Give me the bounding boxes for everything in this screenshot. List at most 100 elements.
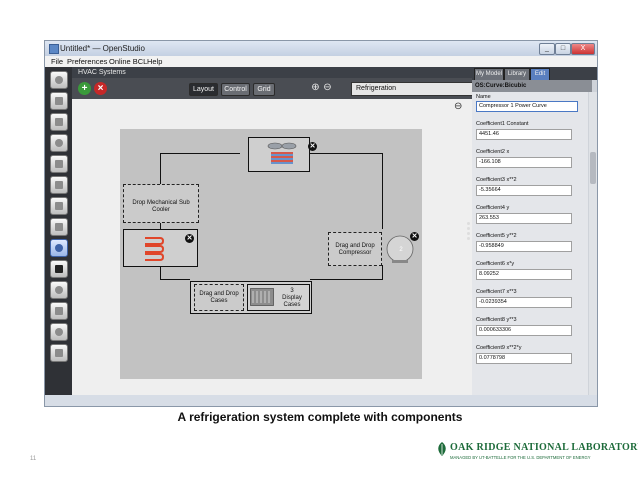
field-label-coefficient8: Coefficient8 y**3 <box>476 317 517 323</box>
thermal-zones-icon[interactable] <box>50 218 68 236</box>
loop-line-top-right <box>272 153 382 155</box>
condenser-icon <box>267 142 297 164</box>
remove-heat-exchanger-icon[interactable]: ✕ <box>185 234 194 243</box>
leaf-icon <box>438 442 446 456</box>
compressor-drop-label: Drag and Drop Compressor <box>335 243 375 256</box>
remove-compressor-2-icon[interactable]: ✕ <box>410 232 419 241</box>
refrigeration-diagram: ✕ Drop Mechanical Sub Cooler ✕ Drag and … <box>120 129 422 379</box>
object-type: OS:Curve:Bicubic <box>475 83 527 89</box>
schedules-icon[interactable] <box>50 92 68 110</box>
facility-icon[interactable] <box>50 176 68 194</box>
inspector-panel: My Model Library Edit OS:Curve:Bicubic N… <box>472 67 597 395</box>
grid-button[interactable]: Grid <box>253 83 275 96</box>
menu-preferences[interactable]: Preferences <box>67 57 108 66</box>
field-label-coefficient6: Coefficient6 x*y <box>476 261 515 267</box>
layout-button[interactable]: Layout <box>189 83 218 96</box>
loop-line-bottom-right <box>310 279 383 281</box>
zoom-in-icon[interactable]: ⊕ <box>311 82 320 93</box>
sub-cooler-dropzone[interactable]: Drop Mechanical Sub Cooler <box>123 184 199 223</box>
display-cases-label: Display Cases <box>282 295 302 308</box>
splitter-handle[interactable] <box>467 222 471 242</box>
loop-line-right-lower <box>382 265 384 280</box>
window-title: Untitled* — OpenStudio <box>60 44 145 53</box>
loop-line-left-lower <box>160 265 162 279</box>
title-bar: Untitled* — OpenStudio _ □ X <box>45 41 597 56</box>
menu-file[interactable]: File <box>51 57 64 66</box>
results-icon[interactable] <box>50 344 68 362</box>
coefficient9-field[interactable]: 0.0778798 <box>476 353 572 364</box>
inspector-scrollbar[interactable] <box>589 92 597 395</box>
coefficient5-field[interactable]: -0.958849 <box>476 241 572 252</box>
space-types-icon[interactable] <box>50 155 68 173</box>
name-field[interactable]: Compressor 1 Power Curve <box>476 101 578 112</box>
openstudio-window: Untitled* — OpenStudio _ □ X File Prefer… <box>44 40 598 407</box>
system-select[interactable]: Refrigeration ⬍ <box>351 82 488 96</box>
sub-cooler-label: Drop Mechanical Sub Cooler <box>132 200 190 213</box>
coefficient1-field[interactable]: 4451.46 <box>476 129 572 140</box>
hvac-systems-icon[interactable] <box>50 239 68 257</box>
cases-container: Drag and Drop Cases 3 Display Cases <box>190 281 312 314</box>
condenser-box[interactable]: ✕ <box>248 137 317 172</box>
coefficient7-field[interactable]: -0.0239354 <box>476 297 572 308</box>
slide-caption: A refrigeration system complete with com… <box>177 410 463 424</box>
delete-icon[interactable]: × <box>94 82 107 95</box>
coefficient4-field[interactable]: 263.553 <box>476 213 572 224</box>
compressor-2-number: 2 <box>399 247 403 253</box>
site-icon[interactable] <box>50 71 68 89</box>
inspector-fields: Name Compressor 1 Power Curve Coefficien… <box>472 92 588 395</box>
add-icon[interactable]: + <box>78 82 91 95</box>
close-window-button[interactable]: X <box>571 43 595 55</box>
building-summary-icon[interactable] <box>50 260 68 278</box>
heat-exchanger-box[interactable]: ✕ <box>123 229 198 267</box>
cases-dropzone[interactable]: Drag and Drop Cases <box>194 284 244 311</box>
hvac-toolbar: + × Layout Control Grid ⊕ ⊖ Refrigeratio… <box>72 78 488 99</box>
loop-line-top-left <box>160 153 240 155</box>
constructions-icon[interactable] <box>50 113 68 131</box>
ornl-name: OAK RIDGE NATIONAL LABORATORY <box>450 442 638 453</box>
field-label-coefficient2: Coefficient2 x <box>476 149 510 155</box>
coefficient6-field[interactable]: 8.09252 <box>476 269 572 280</box>
panel-title-bar: HVAC Systems <box>72 67 472 78</box>
field-label-coefficient3: Coefficient3 x**2 <box>476 177 517 183</box>
remove-condenser-icon[interactable]: ✕ <box>308 142 317 151</box>
menu-online-bcl[interactable]: Online BCL <box>109 57 148 66</box>
field-label-coefficient9: Coefficient9 x**2*y <box>476 345 522 351</box>
ornl-logo: OAK RIDGE NATIONAL LABORATORY MANAGED BY… <box>436 441 638 465</box>
display-cases-item[interactable]: 3 Display Cases <box>247 284 310 311</box>
heat-exchanger-icon <box>145 237 164 261</box>
compressor-dropzone[interactable]: Drag and Drop Compressor <box>328 232 382 266</box>
loop-line-bottom-left <box>160 279 190 281</box>
loads-icon[interactable] <box>50 134 68 152</box>
measures-icon[interactable] <box>50 281 68 299</box>
field-label-coefficient5: Coefficient5 y**2 <box>476 233 517 239</box>
app-icon <box>49 44 59 54</box>
panel-title: HVAC Systems <box>78 69 126 76</box>
field-label-name: Name <box>476 94 491 100</box>
zoom-out-icon[interactable]: ⊖ <box>323 82 332 93</box>
object-type-header: OS:Curve:Bicubic <box>472 80 592 92</box>
field-label-coefficient7: Coefficient7 x**3 <box>476 289 517 295</box>
menu-bar: File Preferences Online BCL Help <box>45 56 597 67</box>
run-icon[interactable] <box>50 323 68 341</box>
system-select-value: Refrigeration <box>356 85 397 92</box>
coefficient3-field[interactable]: -5.35664 <box>476 185 572 196</box>
control-button[interactable]: Control <box>221 83 250 96</box>
loop-line-right <box>382 153 384 229</box>
display-case-icon <box>250 288 274 306</box>
scrollbar-thumb[interactable] <box>590 152 596 184</box>
status-bar <box>45 395 597 406</box>
simulation-settings-icon[interactable] <box>50 302 68 320</box>
field-label-coefficient4: Coefficient4 y <box>476 205 510 211</box>
coefficient2-field[interactable]: -166.108 <box>476 157 572 168</box>
field-label-coefficient1: Coefficient1 Constant <box>476 121 529 127</box>
display-cases-count: 3 <box>290 288 294 294</box>
compressor-2-icon[interactable] <box>383 231 421 265</box>
cases-drop-label: Drag and Drop Cases <box>199 291 239 304</box>
spaces-icon[interactable] <box>50 197 68 215</box>
menu-help[interactable]: Help <box>147 57 163 66</box>
maximize-button[interactable]: □ <box>555 43 571 55</box>
ornl-tagline: MANAGED BY UT-BATTELLE FOR THE U.S. DEPA… <box>450 455 591 460</box>
canvas-zoom-icon[interactable]: ⊖ <box>454 101 463 112</box>
coefficient8-field[interactable]: 0.000633306 <box>476 325 572 336</box>
minimize-button[interactable]: _ <box>539 43 555 55</box>
